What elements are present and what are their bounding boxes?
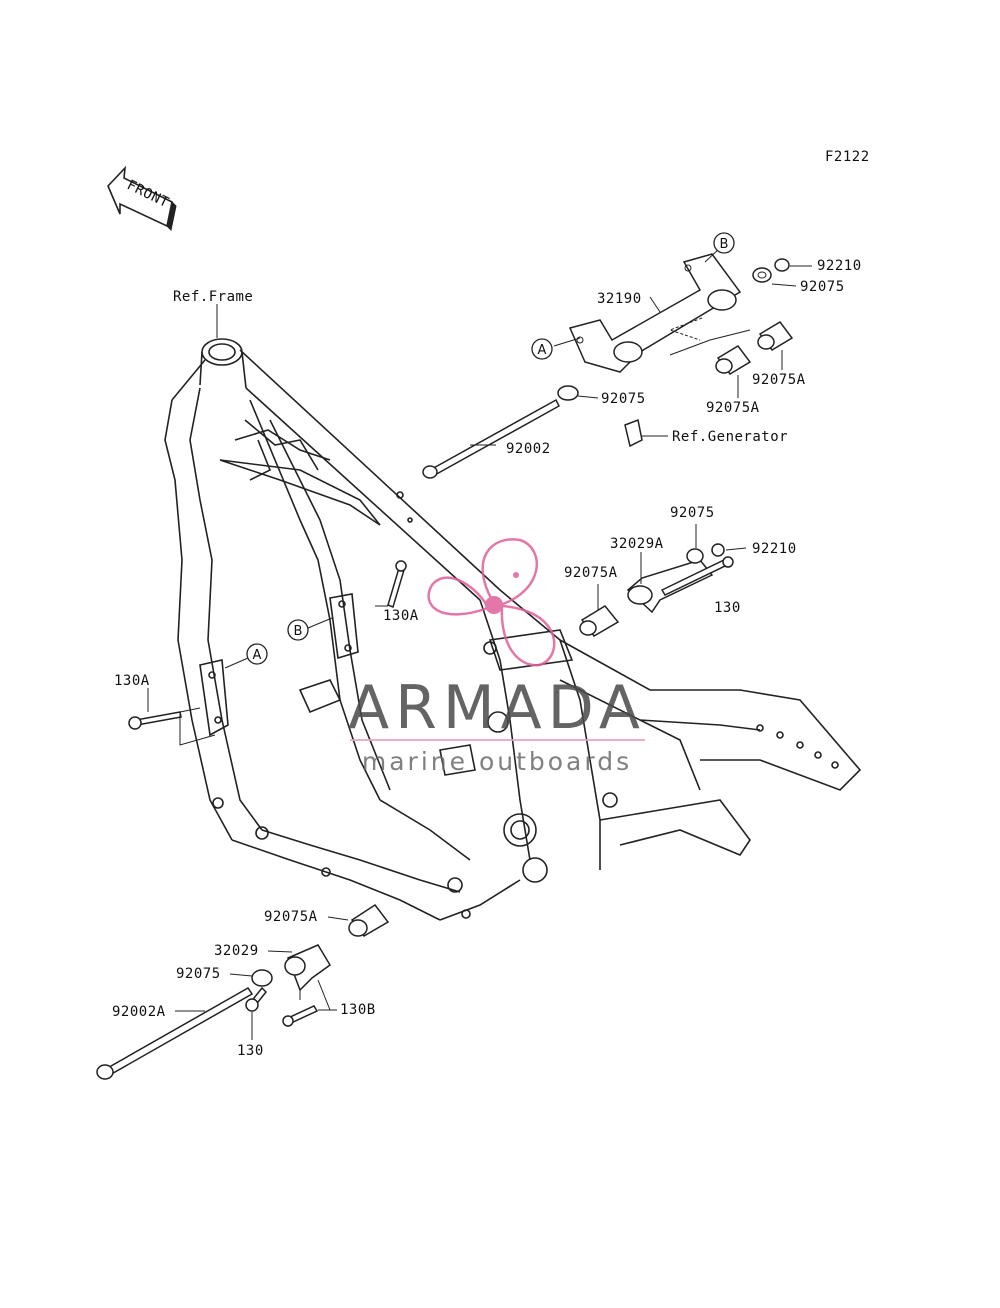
watermark-tagline: marine outboards [362, 747, 632, 776]
label-92210-right: 92210 [752, 541, 797, 557]
label-92002: 92002 [506, 441, 551, 457]
label-32190: 32190 [597, 291, 642, 307]
label-92075a-r2: 92075A [706, 400, 760, 416]
label-92075-bottom: 92075 [176, 966, 221, 982]
label-ref-frame: Ref.Frame [173, 289, 253, 305]
svg-text:B: B [294, 624, 303, 639]
label-130a-center: 130A [383, 608, 419, 624]
label-130-right: 130 [714, 600, 741, 616]
propeller-logo-icon [427, 538, 556, 667]
motorcycle-frame [164, 338, 862, 921]
bottom-mount-assembly [96, 903, 390, 1080]
svg-text:B: B [720, 237, 729, 252]
label-130a-left: 130A [114, 673, 150, 689]
figure-code: F2122 [825, 149, 870, 165]
callout-b-frame: B [287, 619, 309, 641]
label-130-bottom: 130 [237, 1043, 264, 1059]
label-ref-generator: Ref.Generator [672, 429, 788, 445]
upper-mount-assembly [422, 253, 794, 479]
callout-a-frame: A [246, 643, 268, 665]
label-32029a: 32029A [610, 536, 664, 552]
label-92002a: 92002A [112, 1004, 166, 1020]
watermark: ARMADA marine outboards [348, 538, 646, 776]
callout-a-top: A [531, 338, 553, 360]
label-92075a-bottom: 92075A [264, 909, 318, 925]
svg-text:A: A [253, 648, 262, 663]
label-92210-top: 92210 [817, 258, 862, 274]
label-92075-mid: 92075 [601, 391, 646, 407]
label-92075-right: 92075 [670, 505, 715, 521]
right-mount-assembly [128, 543, 734, 730]
label-92075a-r1: 92075A [752, 372, 806, 388]
part-labels: Ref.Frame 32190 92210 92075 92075A 92075… [112, 258, 862, 1059]
watermark-brand: ARMADA [348, 673, 646, 743]
label-92075-top: 92075 [800, 279, 845, 295]
callout-b-top: B [713, 232, 735, 254]
label-92075a-right: 92075A [564, 565, 618, 581]
leader-lines [147, 247, 812, 1040]
svg-text:A: A [538, 343, 547, 358]
label-32029: 32029 [214, 943, 259, 959]
front-arrow-icon: FRONT [107, 165, 177, 232]
label-130b: 130B [340, 1002, 376, 1018]
